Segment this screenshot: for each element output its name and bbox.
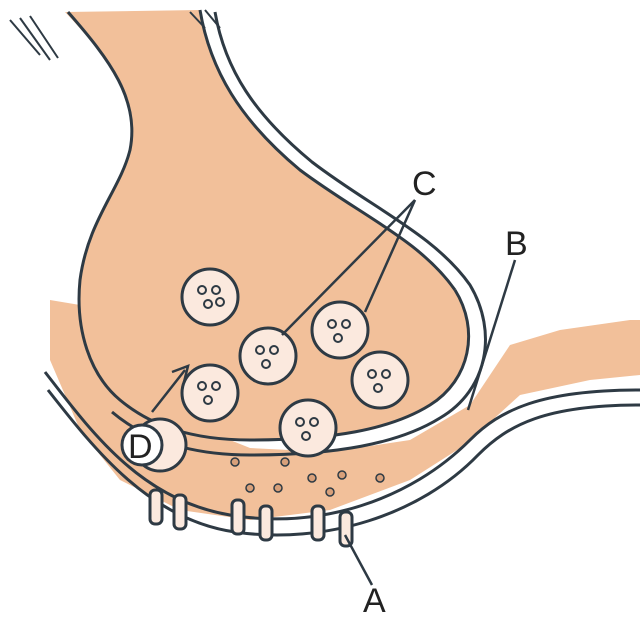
receptor	[312, 506, 324, 540]
label-d: D	[128, 428, 153, 466]
receptor	[150, 490, 162, 524]
vesicle	[280, 400, 336, 456]
label-b: B	[505, 225, 528, 263]
receptor	[232, 500, 244, 534]
label-c: C	[412, 165, 437, 203]
vesicle	[352, 352, 408, 408]
vesicle	[240, 328, 296, 384]
label-a: A	[363, 582, 386, 618]
receptor	[174, 495, 186, 529]
vesicle	[312, 302, 368, 358]
leader-a	[345, 535, 372, 585]
receptor	[340, 512, 352, 546]
receptor	[260, 506, 272, 540]
vesicle	[182, 365, 238, 421]
vesicle	[182, 269, 238, 325]
